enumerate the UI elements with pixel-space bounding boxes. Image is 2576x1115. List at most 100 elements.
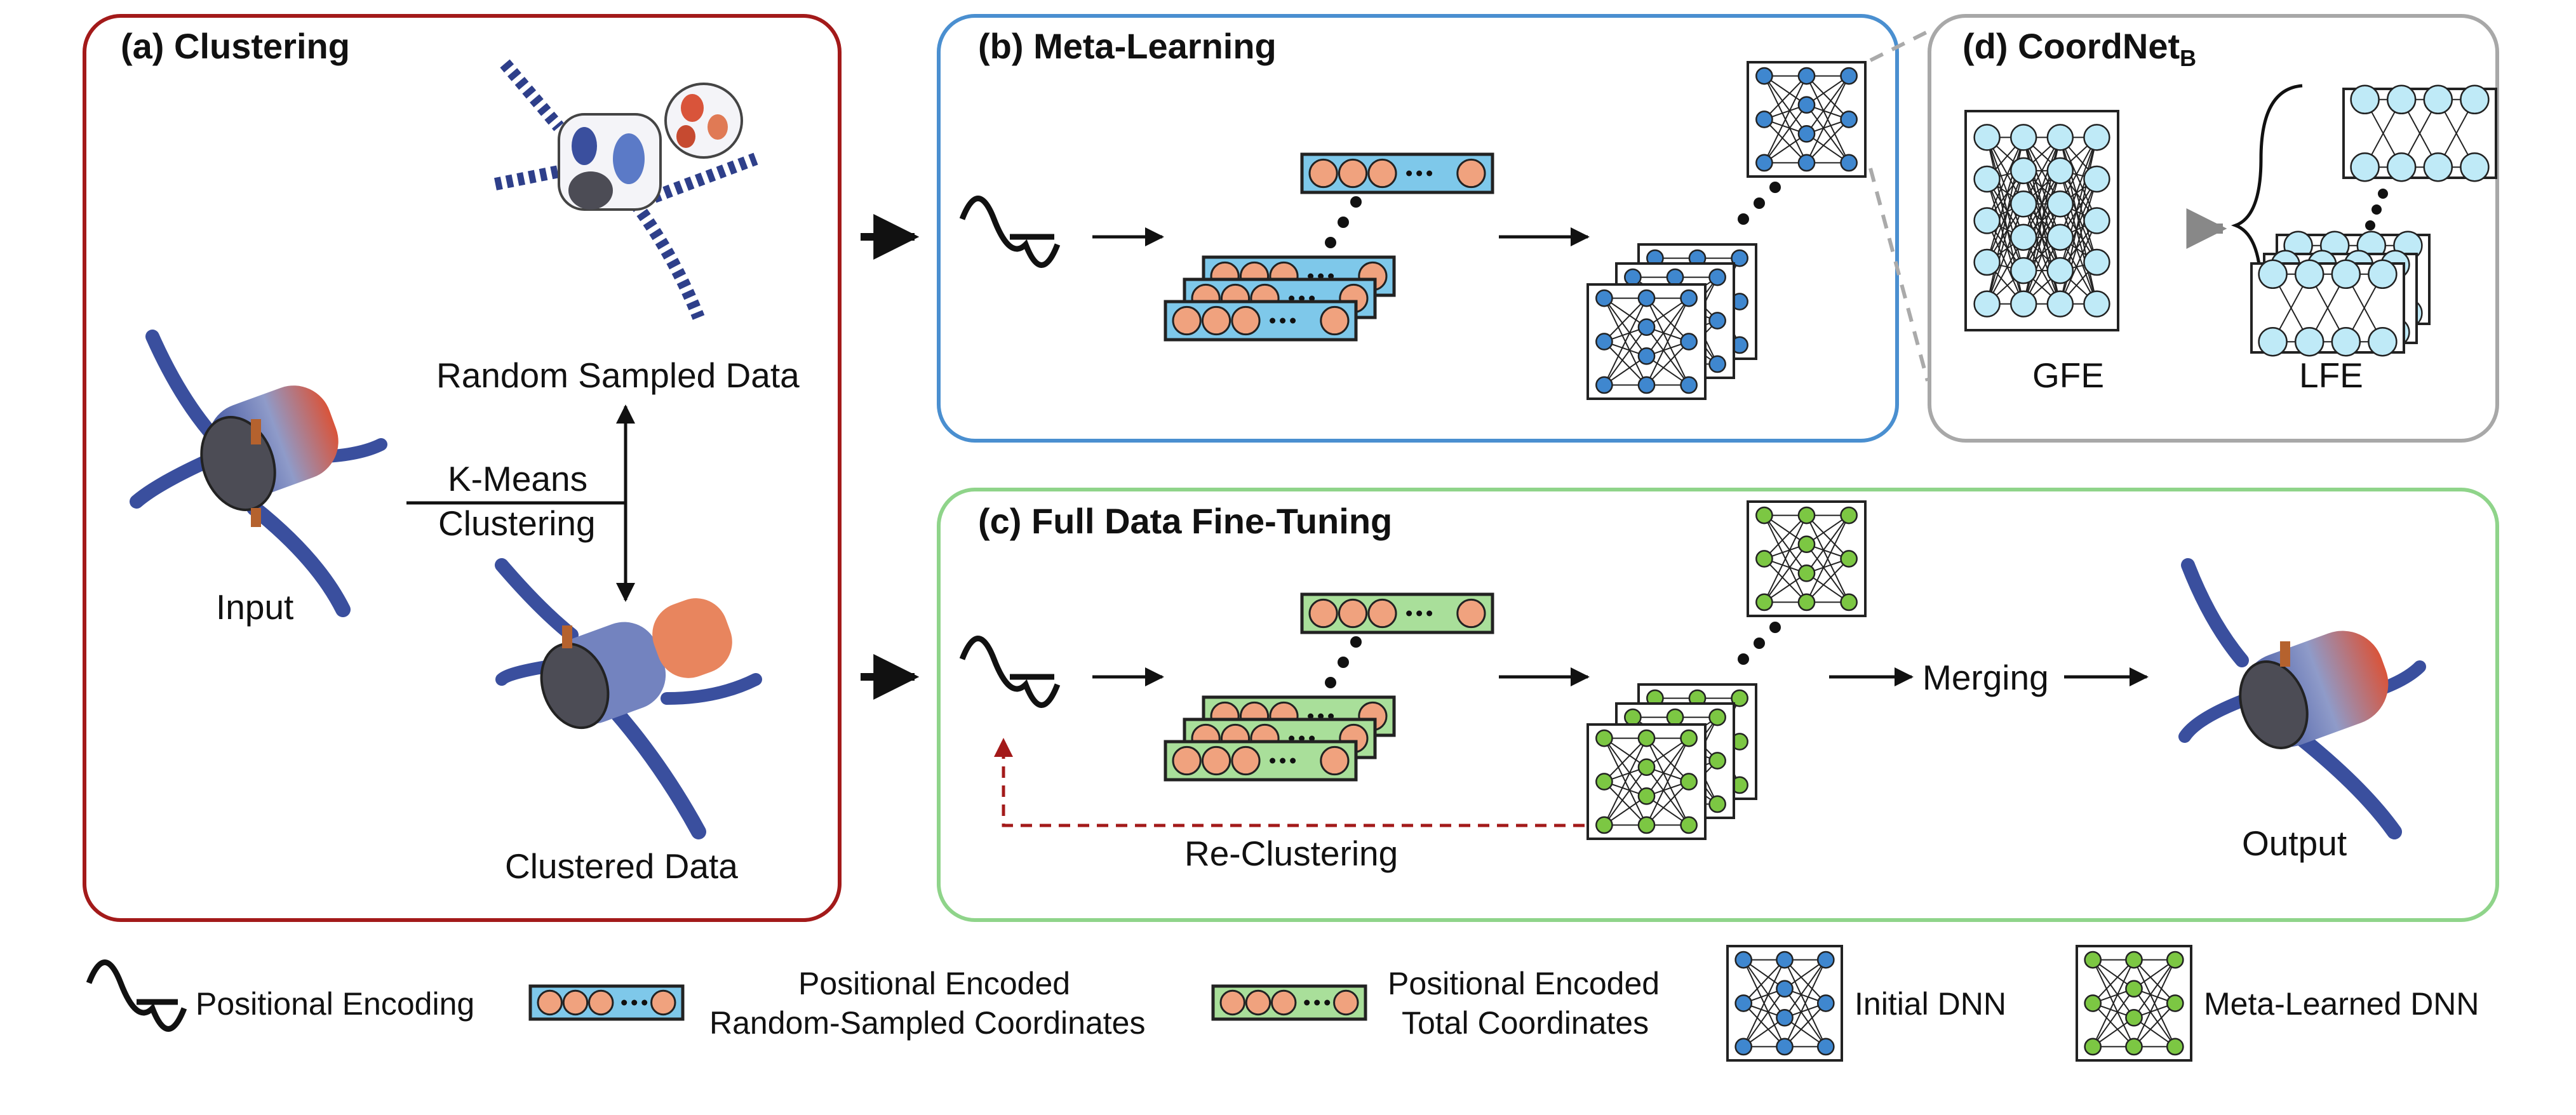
meta-coordinate-block-top <box>1300 152 1494 194</box>
coordinate-circle <box>1231 305 1261 336</box>
network-node <box>1755 110 1773 128</box>
meta-coordinate-blocks <box>1164 152 1494 342</box>
network-node <box>2009 224 2037 251</box>
network-node <box>1840 154 1858 172</box>
random-sampled-data-label: Random Sampled Data <box>436 356 800 395</box>
meta-coordinate-block-front <box>1164 300 1358 342</box>
network-node <box>1816 994 1835 1012</box>
zoom-connector-bottom <box>1868 168 1929 382</box>
coordinate-circle <box>650 989 676 1016</box>
ellipsis-dot <box>2378 189 2388 199</box>
meta-networks <box>1587 61 1867 400</box>
fine-tuning-panel <box>937 488 2499 922</box>
network-node <box>1797 564 1816 582</box>
coordinate-circle <box>1270 989 1297 1016</box>
legend-positional-encoding-label: Positional Encoding <box>196 986 475 1022</box>
finetune-coordinate-block-front <box>1164 740 1358 782</box>
network-node <box>1624 268 1642 286</box>
random-sampled-vessel-mesh-icon <box>494 59 758 320</box>
ellipsis-dot <box>1350 636 1362 648</box>
network-node <box>1680 729 1698 747</box>
coordinate-circle <box>1338 158 1368 189</box>
network-node <box>1816 1038 1835 1056</box>
coordinate-circle <box>1308 158 1338 189</box>
clustering-panel-title: (a) Clustering <box>121 26 350 66</box>
legend-total-coords-label-line1: Positional Encoded <box>1388 966 1660 1001</box>
network-node <box>1816 951 1835 969</box>
network-node <box>1637 376 1656 394</box>
network-node <box>2084 951 2102 969</box>
network-node <box>1595 376 1613 394</box>
legend-random-coords-block <box>528 984 685 1021</box>
network-node <box>2350 152 2380 182</box>
network-node <box>1797 96 1816 114</box>
coordinate-circle <box>1245 989 1271 1016</box>
legend-random-coords-label-line2: Random-Sampled Coordinates <box>709 1005 1146 1041</box>
network-node <box>1797 124 1816 143</box>
coordinate-circle <box>1172 745 1202 776</box>
network-node <box>1637 787 1656 805</box>
network-node <box>1680 816 1698 834</box>
finetune-coordinate-blocks <box>1164 592 1494 782</box>
network-node <box>1973 165 2001 193</box>
network-node <box>1708 355 1726 373</box>
ellipsis-dot <box>1350 196 1362 208</box>
ellipsis-dot <box>1754 197 1765 209</box>
network-node <box>1708 312 1726 330</box>
network-node <box>2083 124 2110 151</box>
ellipsis-dot <box>1338 657 1349 668</box>
network-node <box>2294 326 2324 357</box>
network-node <box>2166 951 2184 969</box>
coordnet-title-main: (d) CoordNet <box>1962 26 2180 66</box>
gfe-label: GFE <box>2032 356 2105 395</box>
network-node <box>2046 290 2074 317</box>
network-node <box>1624 708 1642 726</box>
network-node <box>2423 84 2453 115</box>
ellipsis-dot <box>1769 622 1781 633</box>
network-node <box>2166 994 2184 1012</box>
coordinate-circle <box>1201 745 1231 776</box>
network-node <box>1755 550 1773 568</box>
network-node <box>1797 154 1816 172</box>
network-node <box>1731 689 1748 707</box>
lfe-network-front <box>2250 259 2405 357</box>
network-node <box>2083 207 2110 234</box>
network-node <box>1680 333 1698 351</box>
coordinate-circle <box>1333 989 1359 1016</box>
coordinate-circle <box>1338 598 1368 629</box>
legend-initial-dnn-label: Initial DNN <box>1855 986 2006 1022</box>
network-node <box>1840 110 1858 128</box>
coordinate-circle <box>1172 305 1202 336</box>
network-node <box>1797 506 1816 524</box>
ellipsis-dot <box>2371 204 2382 215</box>
network-node <box>2046 190 2074 218</box>
network-node <box>1755 154 1773 172</box>
network-node <box>2166 1038 2184 1056</box>
network-node <box>1708 708 1726 726</box>
network-node <box>1637 289 1656 307</box>
network-node <box>2125 980 2143 998</box>
finetune-coordinate-block-top <box>1300 592 1494 634</box>
input-label: Input <box>216 587 294 627</box>
network-node <box>1840 593 1858 611</box>
network-node <box>1840 67 1858 85</box>
network-node <box>1776 980 1794 998</box>
network-node <box>2386 152 2417 182</box>
coordinate-circle <box>1367 158 1397 189</box>
network-node <box>2125 1008 2143 1027</box>
ellipsis-dot <box>1754 638 1765 649</box>
network-node <box>2046 157 2074 185</box>
network-node <box>1595 333 1613 351</box>
network-node <box>1755 593 1773 611</box>
network-node <box>1734 951 1753 969</box>
network-node <box>2083 290 2110 317</box>
reclustering-label: Re-Clustering <box>1184 834 1399 873</box>
legend-random-coords-label-line1: Positional Encoded <box>798 966 1071 1001</box>
coordinate-circle <box>1320 305 1350 336</box>
coordnet-title-subscript: B <box>2180 45 2197 72</box>
network-node <box>1973 207 2001 234</box>
network-node <box>1708 752 1726 770</box>
coordinate-circle <box>1456 598 1486 629</box>
network-node <box>2084 1038 2102 1056</box>
